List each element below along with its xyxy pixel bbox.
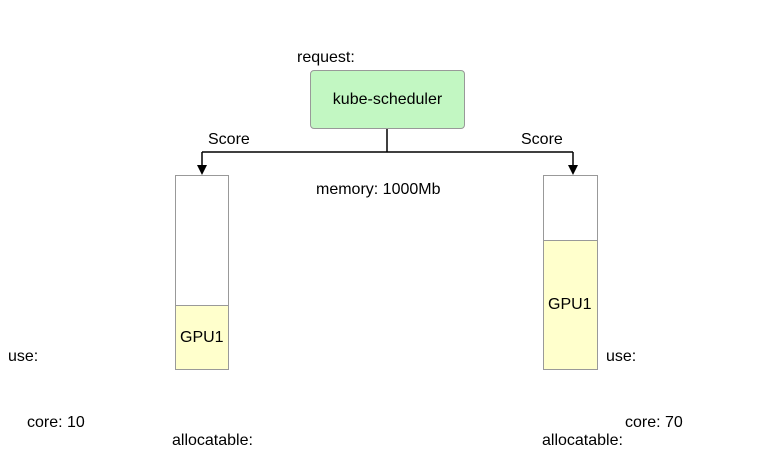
right-arrowhead-icon (568, 165, 578, 175)
use-title: use: (8, 348, 39, 365)
score-label-left: Score (208, 131, 250, 148)
node-left-gpu-usage-box: GPU1 (175, 305, 229, 370)
node-left-gpu-label: GPU1 (180, 328, 224, 346)
use-core: core: 10 (27, 414, 85, 431)
request-title: request: (297, 49, 355, 66)
use-title: use: (606, 348, 637, 365)
use-core: core: 70 (625, 414, 683, 431)
node-right-gpu-label: GPU1 (548, 296, 592, 313)
node-right-allocatable-annotation: allocatable: core: 100 memory: 8000Mb (542, 386, 686, 453)
kube-scheduler-box: kube-scheduler (310, 70, 465, 129)
kube-scheduler-label: kube-scheduler (332, 90, 443, 108)
node-right-gpu-usage-box: GPU1 (543, 240, 598, 370)
node-left-allocatable-annotation: allocatable: core: 100 memory: 8000Mb (172, 386, 316, 453)
node-left-use-annotation: use: core: 10 memory: 2000Mb (8, 302, 152, 453)
node-right-use-annotation: use: core: 70 memory: 6000Mb (606, 302, 750, 453)
left-arrowhead-icon (197, 165, 207, 175)
request-memory: memory: 1000Mb (316, 181, 441, 198)
score-label-right: Score (521, 131, 563, 148)
allocatable-title: allocatable: (172, 432, 253, 449)
allocatable-title: allocatable: (542, 432, 623, 449)
